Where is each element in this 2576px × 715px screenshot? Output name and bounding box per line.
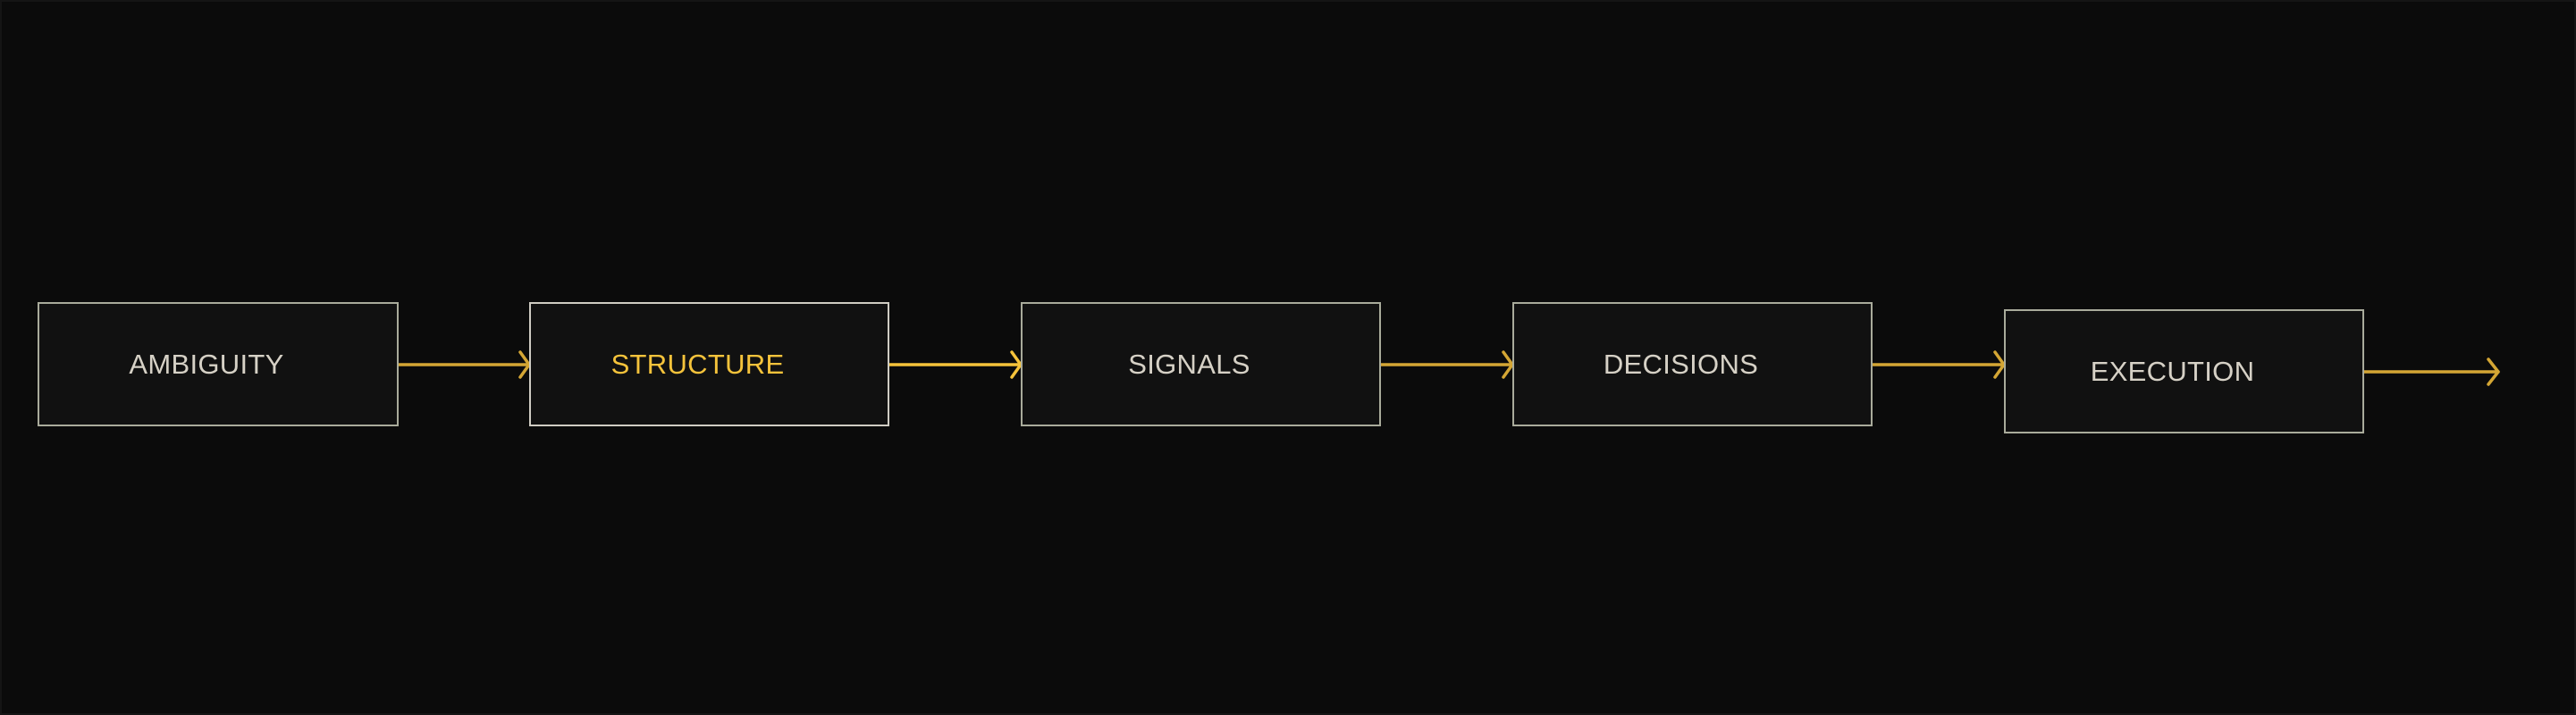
arrow-execution-out-icon <box>2362 358 2500 386</box>
node-label: AMBIGUITY <box>129 349 284 380</box>
node-decisions[interactable]: DECISIONS <box>1512 302 1873 426</box>
node-signals[interactable]: SIGNALS <box>1021 302 1381 426</box>
node-execution[interactable]: EXECUTION <box>2004 309 2364 433</box>
arrow-ambiguity-to-structure-icon <box>397 350 531 379</box>
arrow-signals-to-decisions-icon <box>1379 350 1514 379</box>
arrow-decisions-to-execution-icon <box>1871 350 2006 379</box>
node-ambiguity[interactable]: AMBIGUITY <box>38 302 399 426</box>
arrow-structure-to-signals-icon <box>888 350 1023 379</box>
node-label: DECISIONS <box>1603 349 1759 380</box>
node-label: STRUCTURE <box>610 349 785 380</box>
node-label: EXECUTION <box>2090 356 2255 387</box>
node-structure[interactable]: STRUCTURE <box>529 302 889 426</box>
node-label: SIGNALS <box>1128 349 1250 380</box>
